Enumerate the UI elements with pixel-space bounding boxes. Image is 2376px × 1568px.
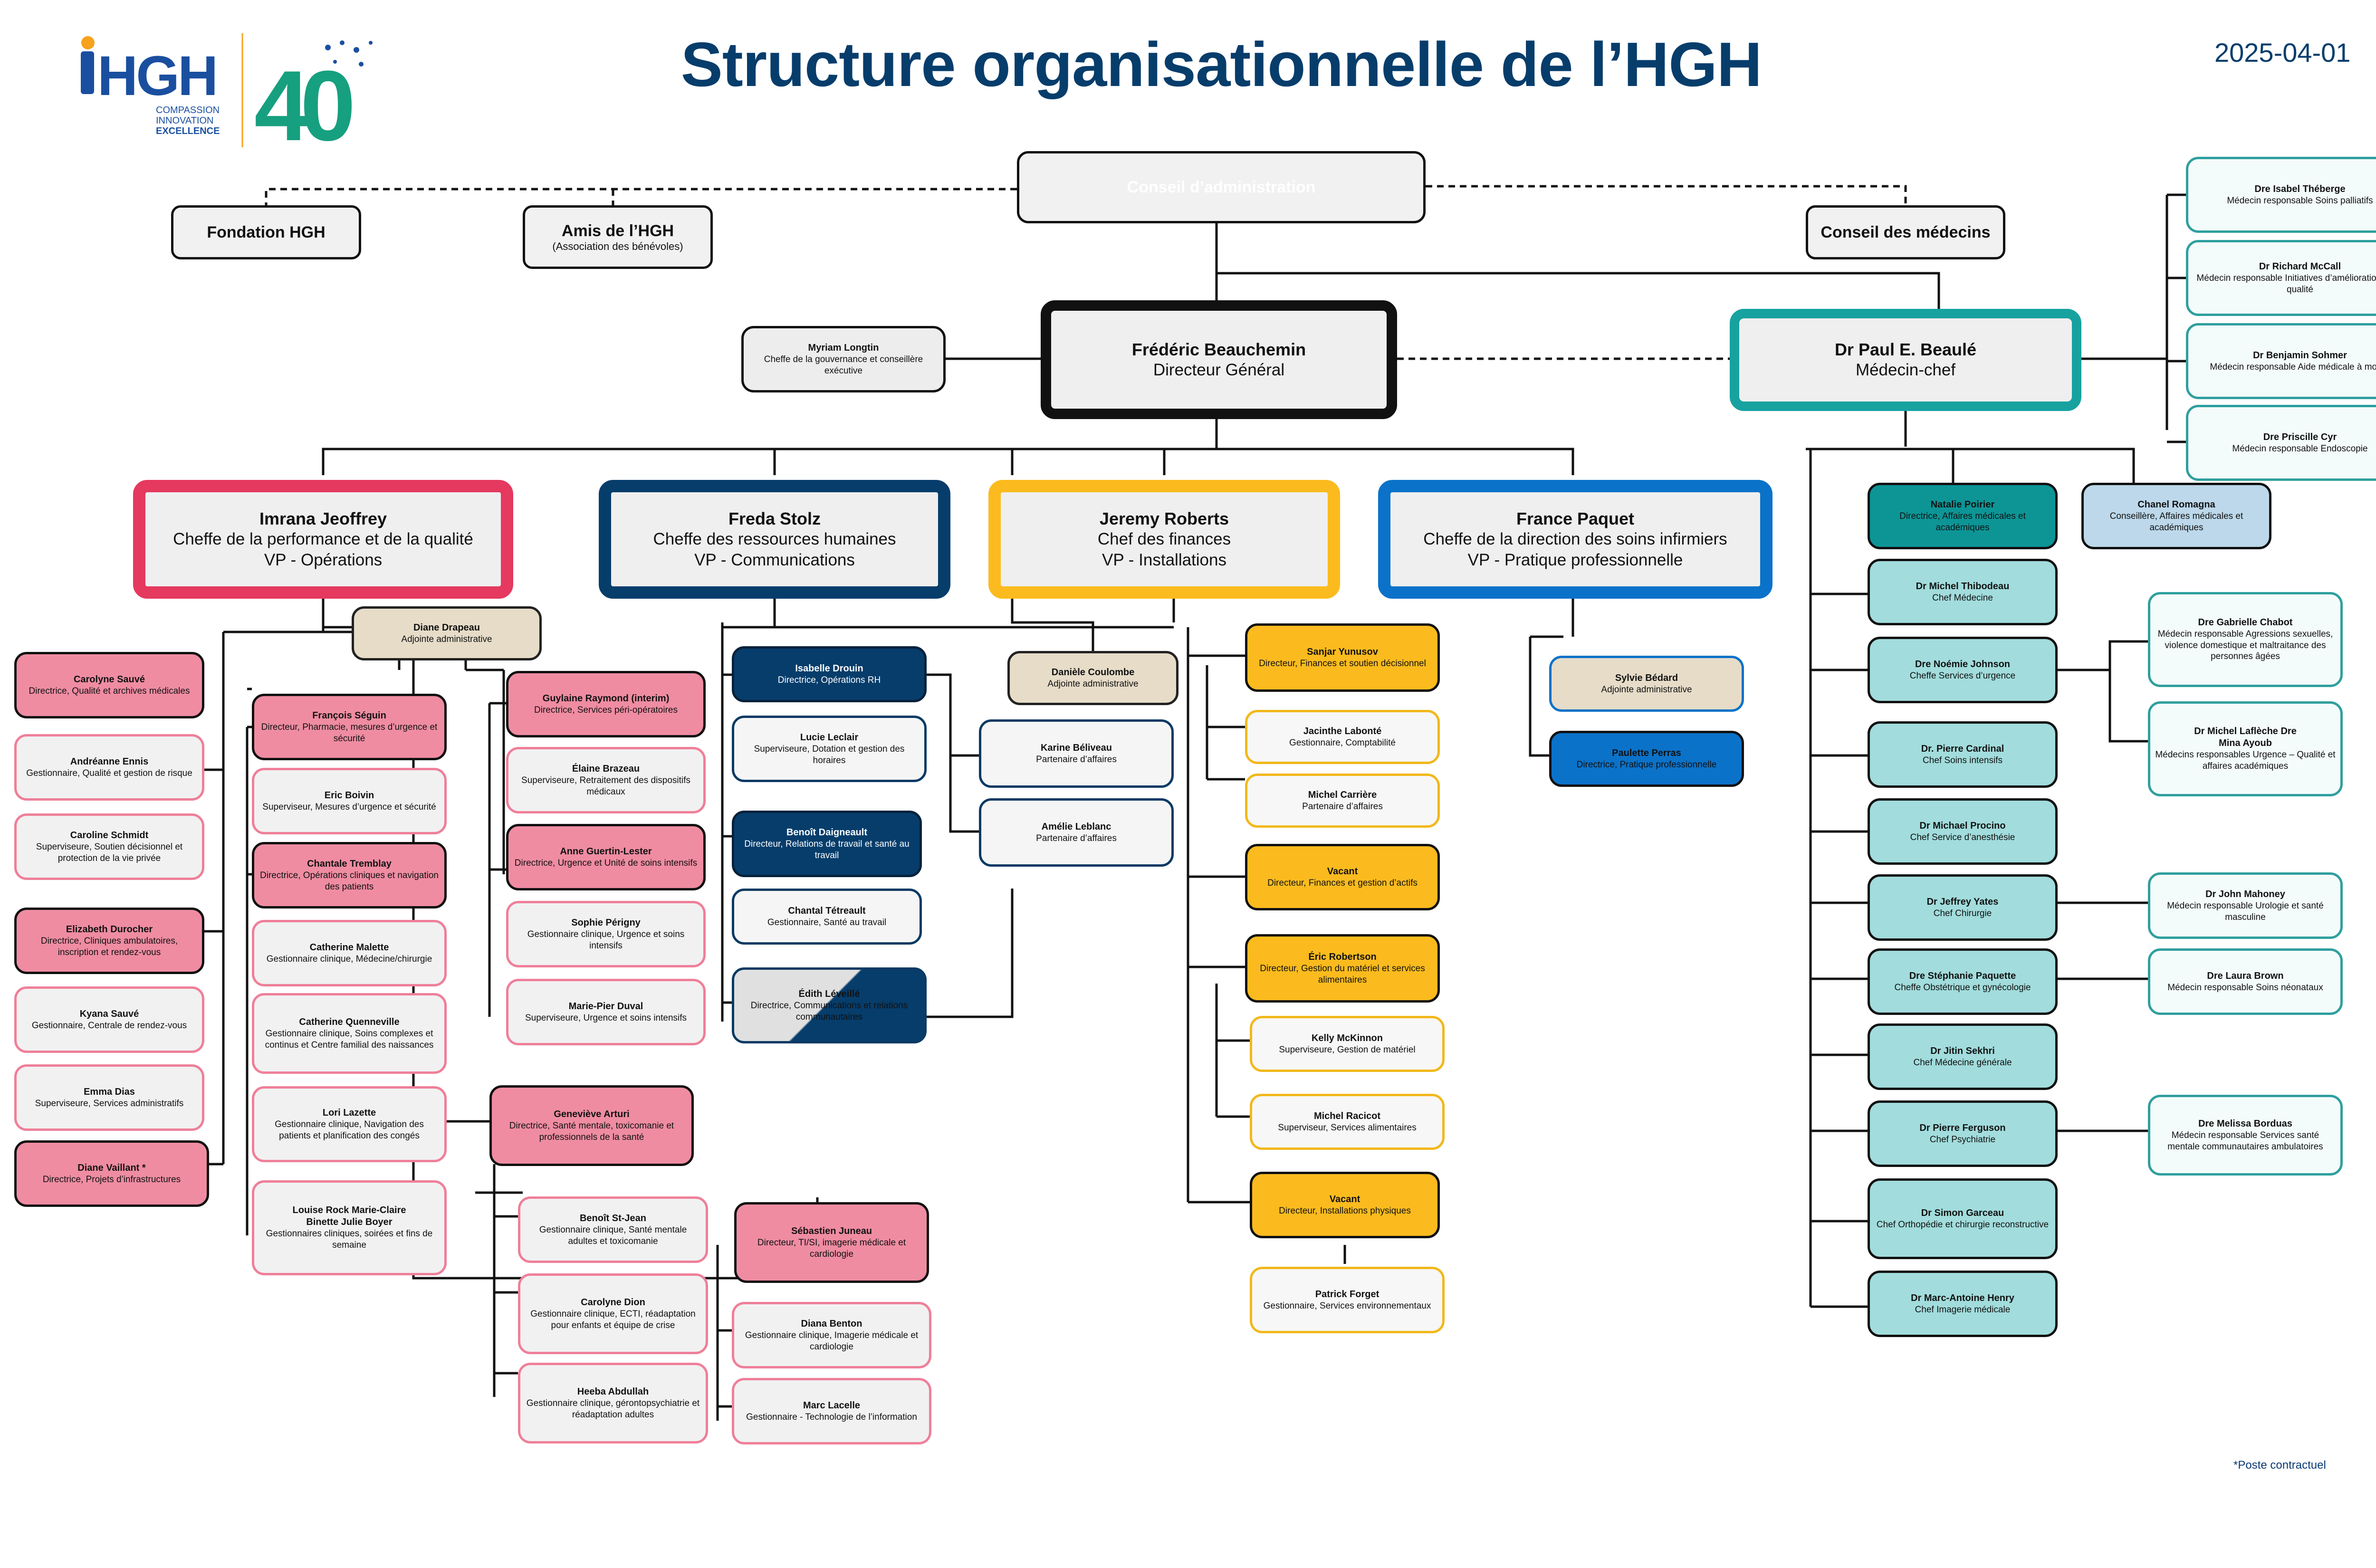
node-amis[interactable]: Amis de l’HGH(Association des bénévoles) — [523, 205, 713, 269]
node-diane-vaillant[interactable]: Diane Vaillant *Directrice, Projets d’in… — [14, 1140, 209, 1207]
date-label: 2025-04-01 — [2214, 38, 2351, 67]
svg-text:40: 40 — [254, 50, 352, 152]
tagline-1: COMPASSION — [156, 105, 220, 115]
node-conseil-medecins[interactable]: Conseil des médecins — [1806, 205, 2005, 259]
svg-text:EXCELLENCE: EXCELLENCE — [156, 126, 220, 136]
hgh-logo: HGH COMPASSION INNOVATION EXCELLENCE 40 — [76, 29, 399, 162]
node-board[interactable]: Conseil d’administration — [1017, 151, 1426, 223]
node-evening-managers[interactable]: Louise Rock Marie-Claire Binette Julie B… — [252, 1180, 447, 1275]
node-guylaine-raymond[interactable]: Guylaine Raymond (interim)Directrice, Se… — [506, 671, 706, 737]
svg-text:INNOVATION: INNOVATION — [156, 115, 213, 126]
node-fondation[interactable]: Fondation HGH — [171, 205, 361, 259]
footnote: *Poste contractuel — [2233, 1459, 2326, 1472]
svg-text:HGH: HGH — [97, 45, 216, 107]
page-title: Structure organisationnelle de l’HGH — [680, 29, 1762, 99]
